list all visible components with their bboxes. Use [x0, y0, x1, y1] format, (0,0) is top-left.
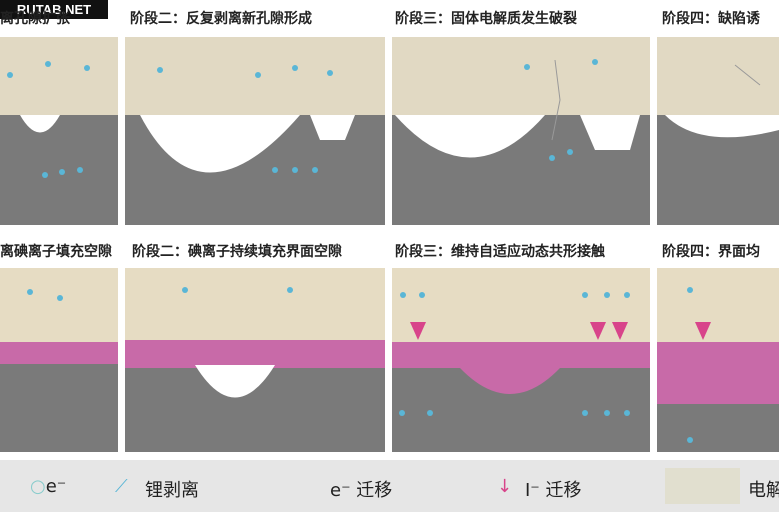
li-strip-icon: ⟋ [115, 476, 128, 497]
legend-i-migration: I⁻ 迁移 [525, 480, 582, 501]
panel-bottom-1 [0, 268, 118, 452]
panel-top-1 [0, 37, 118, 225]
stage1-title-top: 离孔隙扩张 [0, 11, 70, 27]
stage3-title-bottom: 阶段三：维持自适应动态共形接触 [395, 244, 605, 260]
legend-electrolyte: 电解 [748, 480, 779, 501]
legend-electron: ○e⁻ [30, 476, 67, 497]
panel-bottom-2 [125, 268, 385, 452]
legend-li-strip: 锂剥离 [145, 480, 199, 501]
panel-top-3 [392, 37, 650, 225]
electrons [7, 59, 693, 443]
stage4-title-top: 阶段四：缺陷诱 [662, 11, 760, 27]
panel-top-2 [125, 37, 385, 225]
stage1-title-bottom: 离碘离子填充空隙 [0, 244, 112, 260]
diagram-panels [0, 37, 779, 452]
watermark: RUTAB.NET [0, 0, 108, 19]
legend: ○e⁻ ⟋ 锂剥离 e⁻ 迁移 ↓ I⁻ 迁移 电解 [0, 460, 779, 512]
stage4-title-bottom: 阶段四：界面均 [662, 244, 760, 260]
i-arrow-icon: ↓ [497, 476, 513, 497]
electron-icon: ○ [30, 476, 46, 497]
legend-e-migration: e⁻ 迁移 [330, 480, 393, 501]
stage2-title-bottom: 阶段二：碘离子持续填充界面空隙 [132, 244, 342, 260]
iodide-arrows [410, 322, 711, 340]
panel-top-4 [657, 37, 779, 225]
panel-bottom-3 [392, 268, 650, 452]
electrolyte-swatch-icon [665, 468, 740, 504]
stage2-title-top: 阶段二：反复剥离新孔隙形成 [130, 11, 312, 27]
stage3-title-top: 阶段三：固体电解质发生破裂 [395, 11, 577, 27]
panel-bottom-4 [657, 268, 779, 452]
